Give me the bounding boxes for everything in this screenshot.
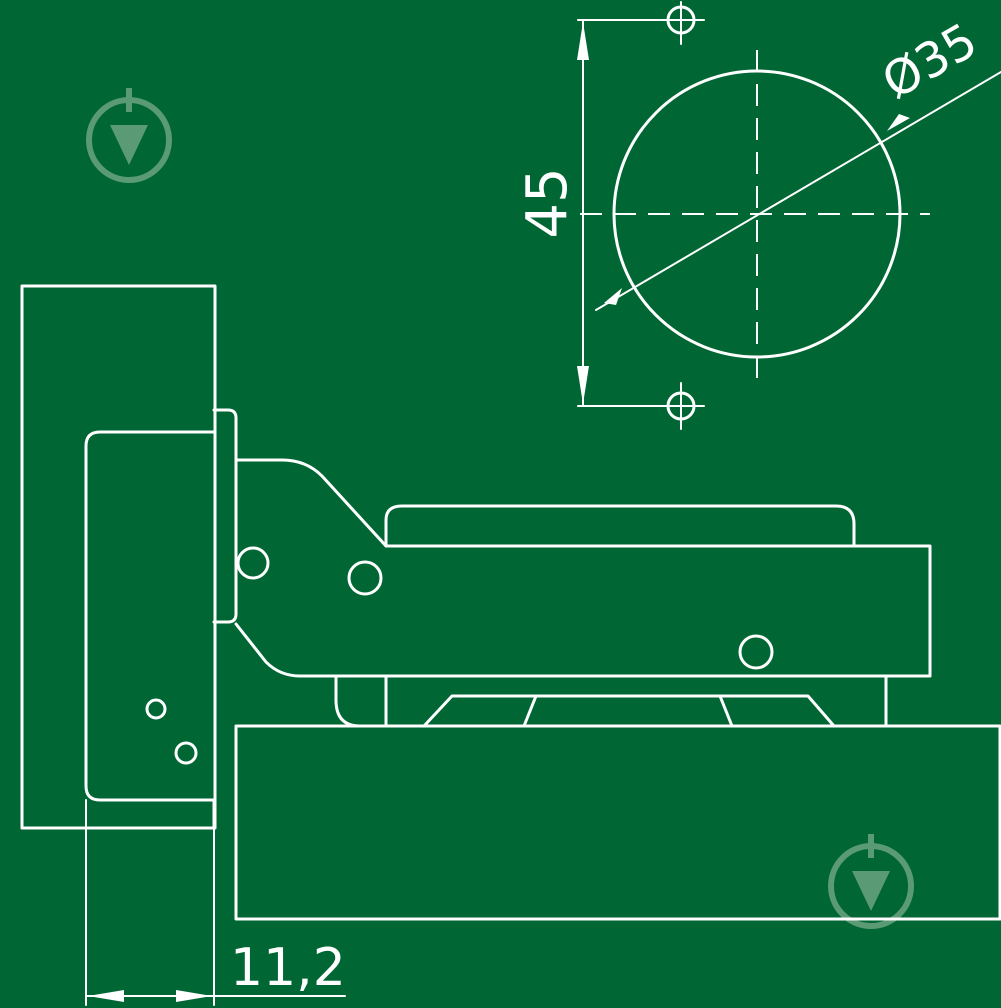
screw-hole-top [577,1,705,45]
plate-hole-1 [145,698,167,720]
arm-pivot-2 [347,560,383,596]
hinge-side-view [20,284,1001,921]
door-panel [234,724,1001,921]
adjust-screw [738,634,774,670]
plate-hole-2 [174,741,198,765]
hinge-arm [234,458,932,678]
cup-diameter-label: Ø35 [873,12,987,110]
arm-pivot-1 [236,546,270,580]
hinge-cup-trapezoid [422,694,836,728]
cup-hole-view: Ø35 45 [515,1,1001,430]
mounting-plate [84,430,216,828]
cabinet-side-panel [20,284,217,830]
overlay-dimension: 11,2 [85,799,346,1006]
hinge-cover-cap [212,408,238,624]
screw-spacing-label: 45 [515,167,580,238]
diameter-leader-line [595,71,1001,311]
hinge-cup-left [334,674,388,728]
watermark-download-icon-top [86,88,172,183]
screw-hole-bottom [577,382,705,430]
overlay-label: 11,2 [230,938,346,998]
watermark-download-icon-bottom [828,834,914,929]
hinge-arm-cover [384,504,856,548]
